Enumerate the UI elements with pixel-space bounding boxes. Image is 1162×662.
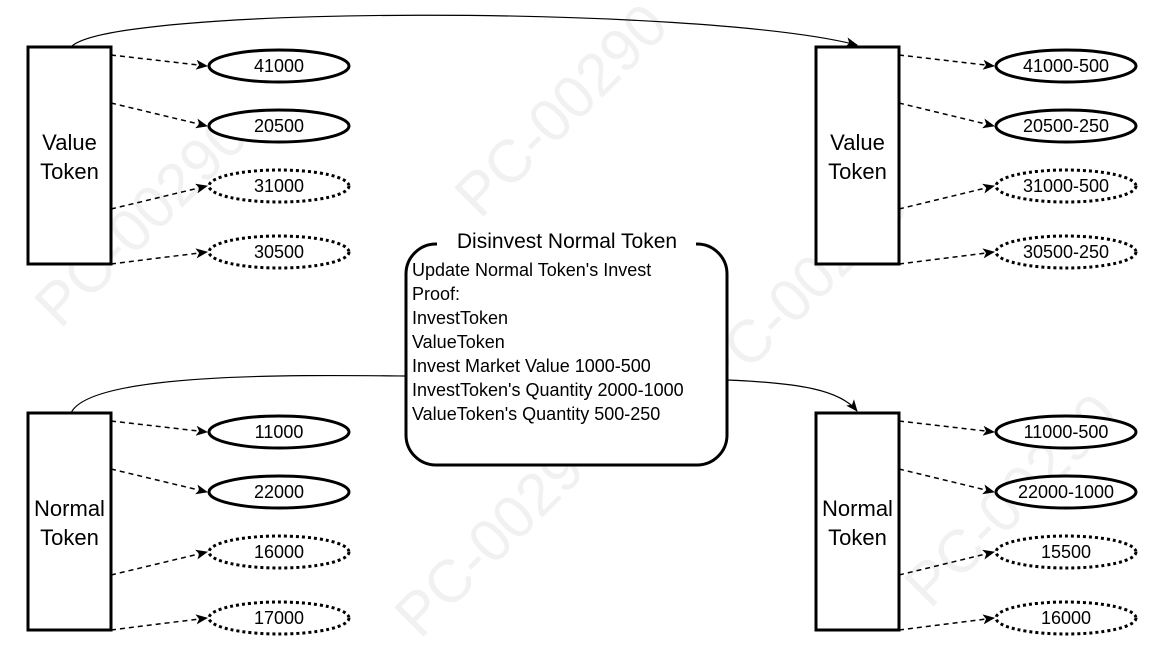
value-node-label: 22000 [254, 482, 304, 502]
value-token-transition-arrow [70, 14, 858, 48]
value-node-solid [994, 474, 1138, 510]
value-connector-arrow [898, 102, 995, 129]
value-node-solid [207, 48, 351, 84]
value-node-solid [994, 48, 1138, 84]
value-node-dotted [994, 168, 1138, 204]
process-detail-line: ValueToken's Quantity 500-250 [412, 404, 660, 424]
value-node-label: 31000-500 [1023, 176, 1109, 196]
process-box: Disinvest Normal Token Update Normal Tok… [404, 230, 729, 467]
value-node-solid [994, 414, 1138, 450]
token-label-line2: Token [828, 159, 887, 184]
token-label-line2: Token [828, 525, 887, 550]
value-node-label: 16000 [254, 542, 304, 562]
value-connector-arrow [110, 54, 208, 70]
token-box [26, 45, 113, 266]
value-node-label: 20500 [254, 116, 304, 136]
value-node-dotted [994, 234, 1138, 270]
value-node-solid [994, 108, 1138, 144]
normal-token-transition-arrow [70, 374, 857, 413]
value-node-solid [207, 108, 351, 144]
value-connector-arrow [898, 420, 995, 436]
value-node-label: 11000-500 [1024, 422, 1109, 442]
value-connector-arrow [898, 183, 995, 210]
value-connector-arrow [898, 614, 995, 631]
value-node-dotted [994, 534, 1138, 570]
value-connector-arrow [110, 248, 208, 265]
process-detail-line: Proof: [412, 284, 460, 304]
token-label-line1: Value [830, 130, 885, 155]
value-connector-arrow [110, 549, 208, 576]
value-connector-arrow [898, 549, 995, 576]
value-node-dotted [994, 600, 1138, 636]
process-detail-line: InvestToken [412, 308, 508, 328]
value-node-label: 16000 [1041, 608, 1091, 628]
process-title-background [437, 232, 696, 254]
value-connector-arrow [898, 248, 995, 265]
value-node-label: 41000 [254, 56, 304, 76]
value-connector-arrow [110, 102, 208, 129]
token-label-line2: Token [40, 159, 99, 184]
value-connector-arrow [110, 614, 208, 631]
token-label-line1: Value [42, 130, 97, 155]
token-box [814, 411, 901, 632]
value-node-label: 17000 [254, 608, 304, 628]
token-groups: ValueToken41000205003100030500ValueToken… [26, 45, 1138, 636]
process-title: Disinvest Normal Token [457, 230, 677, 253]
value-node-solid [207, 474, 351, 510]
value-node-label: 20500-250 [1023, 116, 1109, 136]
value-node-dotted [207, 234, 351, 270]
value-node-dotted [207, 600, 351, 636]
value-connector-arrow [898, 468, 995, 495]
value-node-label: 30500 [254, 242, 304, 262]
process-detail-line: Invest Market Value 1000-500 [412, 356, 651, 376]
value-node-dotted [207, 168, 351, 204]
value-node-label: 31000 [254, 176, 304, 196]
token-label-line1: Normal [34, 496, 105, 521]
value-node-label: 15500 [1041, 542, 1091, 562]
value-node-label: 41000-500 [1023, 56, 1109, 76]
token-box [814, 45, 901, 266]
value-node-label: 22000-1000 [1018, 482, 1114, 502]
value-node-dotted [207, 534, 351, 570]
value-connector-arrow [110, 468, 208, 495]
value-node-solid [207, 414, 351, 450]
watermark-2: PC-00290 [442, 0, 680, 229]
token-group-2: ValueToken 41000-500 20500-250 31000-500 305… [814, 45, 1138, 270]
process-detail-line: InvestToken's Quantity 2000-1000 [412, 380, 684, 400]
value-node-label: 30500-250 [1023, 242, 1109, 262]
token-box [26, 411, 113, 632]
token-label-line1: Normal [822, 496, 893, 521]
process-detail-line: Update Normal Token's Invest [412, 260, 651, 280]
token-group-1: ValueToken 41000 20500 31000 30500 [26, 45, 351, 270]
value-connector-arrow [110, 420, 208, 436]
value-node-label: 11000 [255, 422, 304, 442]
process-detail-line: ValueToken [412, 332, 505, 352]
value-connector-arrow [110, 183, 208, 210]
token-label-line2: Token [40, 525, 99, 550]
value-connector-arrow [898, 54, 995, 70]
